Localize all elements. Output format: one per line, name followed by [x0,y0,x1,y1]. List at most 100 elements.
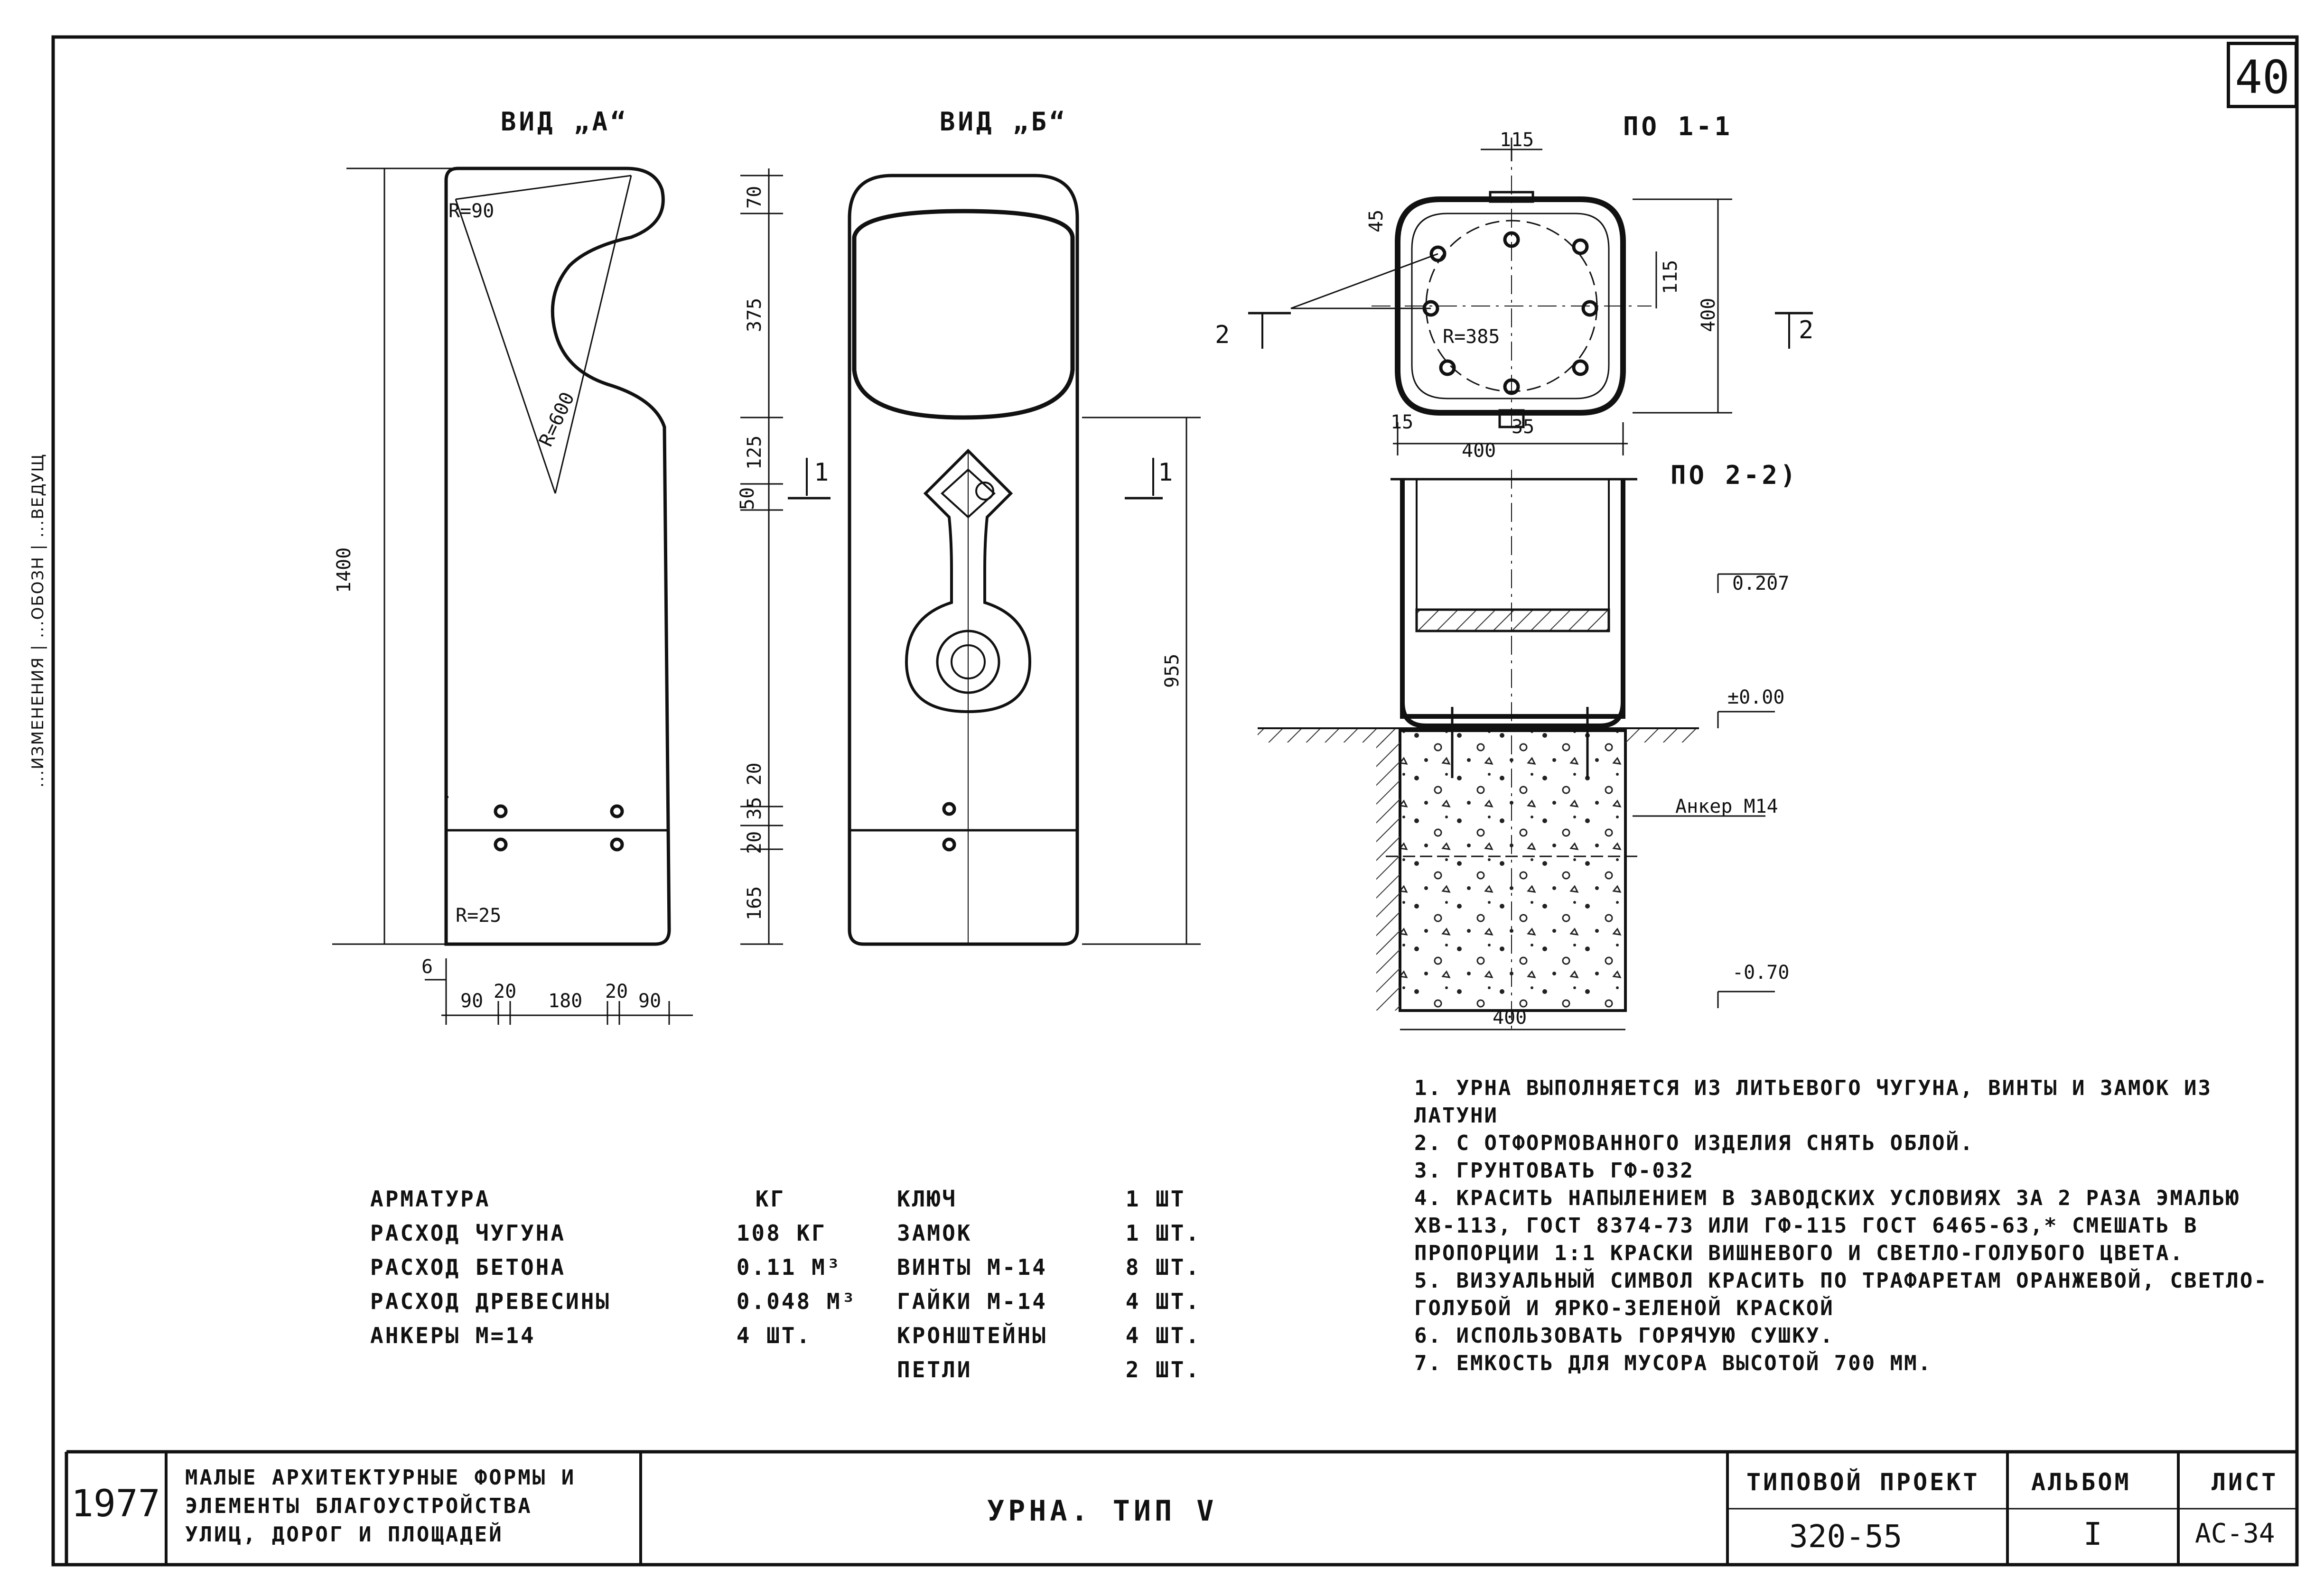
sheet-value: АС-34 [2195,1518,2275,1549]
spec-row: АНКЕРЫ М=14 4 ШТ. [370,1323,857,1357]
spec-row-value: 8 ШТ. [1125,1254,1201,1280]
spec-row-name: АНКЕРЫ М=14 [370,1323,536,1348]
dim-400-section-bottom: 400 [1493,1007,1527,1029]
spec-row-name: РАСХОД ЧУГУНА [370,1220,566,1246]
spec-row: ВИНТЫ М-14 8 ШТ. [897,1254,1201,1289]
album-label: АЛЬБОМ [2031,1468,2131,1496]
dim-90-left: 90 [460,990,484,1012]
spec-row-name: РАСХОД ДРЕВЕСИНЫ [370,1289,611,1314]
spec-table-hardware: КЛЮЧ 1 ШТ ЗАМОК 1 ШТ. ВИНТЫ М-14 8 ШТ. Г… [897,1186,1201,1391]
level-000: ±0.00 [1727,687,1785,708]
dim-165: 165 [744,886,765,920]
spec-row-value: 1 ШТ. [1125,1220,1201,1246]
dim-50: 50 [737,487,758,510]
spec-row: ГАЙКИ М-14 4 ШТ. [897,1289,1201,1323]
spec-header-unit: КГ [755,1186,786,1212]
section-2-2 [1258,470,1699,1034]
section-mark-2-right: 2 [1799,316,1814,344]
dim-20-left: 20 [494,981,517,1002]
dim-6: 6 [421,956,433,978]
view-a-profile [444,167,671,946]
drawing-title: УРНА. ТИП V [987,1494,1218,1528]
spec-row: РАСХОД БЕТОНА 0.11 М³ [370,1254,857,1289]
project-value: 320-55 [1789,1518,1903,1555]
dim-35: 35 [1512,416,1535,438]
title-block-organization: МАЛЫЕ АРХИТЕКТУРНЫЕ ФОРМЫ И ЭЛЕМЕНТЫ БЛА… [185,1464,576,1549]
dim-height-1400: 1400 [333,547,355,593]
org-line: МАЛЫЕ АРХИТЕКТУРНЫЕ ФОРМЫ И [185,1466,576,1490]
level-070: -0.70 [1732,962,1790,984]
spec-row-name: ЗАМОК [897,1220,972,1246]
spec-row-value: 1 ШТ [1125,1186,1186,1212]
note-item: 1. УРНА ВЫПОЛНЯЕТСЯ ИЗ ЛИТЬЕВОГО ЧУГУНА,… [1414,1076,2212,1128]
dim-955: 955 [1161,653,1183,688]
view-a-title: ВИД „А“ [501,107,629,137]
dim-125: 125 [744,435,765,470]
view-b-title: ВИД „Б“ [940,107,1068,137]
note-item: 7. ЕМКОСТЬ ДЛЯ МУСОРА ВЫСОТОЙ 700 ММ. [1414,1351,1932,1375]
section-title: ПО 2-2) [1671,460,1799,490]
dim-180: 180 [548,990,583,1012]
dim-115-right: 115 [1660,260,1681,294]
dim-20-right: 20 [605,981,628,1002]
spec-row-name: КРОНШТЕЙНЫ [897,1323,1047,1348]
dim-90-right: 90 [638,990,662,1012]
section-mark-2-left: 2 [1215,321,1230,349]
spec-row-value: 4 ШТ. [1125,1289,1201,1314]
view-a-dimensions [332,167,693,1025]
spec-row: ПЕТЛИ 2 ШТ. [897,1357,1201,1391]
note-item: 5. ВИЗУАЛЬНЫЙ СИМВОЛ КРАСИТЬ ПО ТРАФАРЕТ… [1414,1269,2268,1320]
sheet-label: ЛИСТ [2212,1468,2278,1496]
spec-header-row: АРМАТУРА КГ [370,1186,857,1220]
spec-row-name: ПЕТЛИ [897,1357,972,1383]
note-item: 2. С ОТФОРМОВАННОГО ИЗДЕЛИЯ СНЯТЬ ОБЛОЙ. [1414,1131,1974,1155]
spec-header-name: АРМАТУРА [370,1186,491,1212]
anchor-label: Анкер М14 [1675,796,1778,817]
dim-375: 375 [744,297,765,332]
dim-70: 70 [744,186,765,209]
dim-400-section-top: 400 [1462,440,1496,462]
side-approval-strip: ...ИЗМЕНЕНИЯ | ...ОБОЗН | ...ВЕДУЩ [28,453,47,788]
project-label: ТИПОВОЙ ПРОЕКТ [1746,1468,1980,1496]
spec-row: КЛЮЧ 1 ШТ [897,1186,1201,1220]
dim-15: 15 [1391,411,1414,433]
spec-row: РАСХОД ДРЕВЕСИНЫ 0.048 М³ [370,1289,857,1323]
general-notes: 1. УРНА ВЫПОЛНЯЕТСЯ ИЗ ЛИТЬЕВОГО ЧУГУНА,… [1414,1075,2268,1377]
spec-row-value: 4 ШТ. [736,1323,812,1348]
title-block-year: 1977 [71,1483,160,1525]
dim-20-35-20: 20 35 20 [744,762,765,854]
dim-400-right: 400 [1698,297,1719,332]
spec-row-value: 2 ШТ. [1125,1357,1201,1383]
org-line: УЛИЦ, ДОРОГ И ПЛОЩАДЕЙ [185,1522,504,1547]
spec-table-materials: АРМАТУРА КГ РАСХОД ЧУГУНА 108 КГ РАСХОД … [370,1186,857,1357]
dim-r385: R=385 [1443,326,1500,348]
outer-frame [51,35,2299,1567]
plan-dimensions [1248,138,1813,455]
section-dimensions [1400,573,1775,1030]
spec-row: РАСХОД ЧУГУНА 108 КГ [370,1220,857,1254]
dim-r25: R=25 [456,905,502,927]
spec-row-value: 0.048 М³ [736,1289,857,1314]
note-item: 3. ГРУНТОВАТЬ ГФ-032 [1414,1159,1694,1183]
spec-row-name: ГАЙКИ М-14 [897,1289,1047,1314]
spec-row-name: ВИНТЫ М-14 [897,1254,1047,1280]
spec-row-name: РАСХОД БЕТОНА [370,1254,566,1280]
section-mark-1-right: 1 [1158,458,1173,487]
org-line: ЭЛЕМЕНТЫ БЛАГОУСТРОЙСТВА [185,1494,532,1518]
plan-title: ПО 1-1 [1623,111,1733,141]
note-item: 6. ИСПОЛЬЗОВАТЬ ГОРЯЧУЮ СУШКУ. [1414,1324,1834,1348]
note-item: 4. КРАСИТЬ НАПЫЛЕНИЕМ В ЗАВОДСКИХ УСЛОВИ… [1414,1186,2240,1265]
plan-1-1 [1372,142,1652,428]
sheet-number: 40 [2227,42,2298,108]
spec-row: КРОНШТЕЙНЫ 4 ШТ. [897,1323,1201,1357]
spec-row: ЗАМОК 1 ШТ. [897,1220,1201,1254]
spec-row-value: 108 КГ [736,1220,827,1246]
album-value: I [2083,1516,2102,1552]
view-b-front [848,174,1079,946]
spec-row-value: 4 ШТ. [1125,1323,1201,1348]
dim-r90: R=90 [448,200,495,222]
dim-115-top: 115 [1500,129,1534,151]
view-b-dimensions [740,168,1201,945]
